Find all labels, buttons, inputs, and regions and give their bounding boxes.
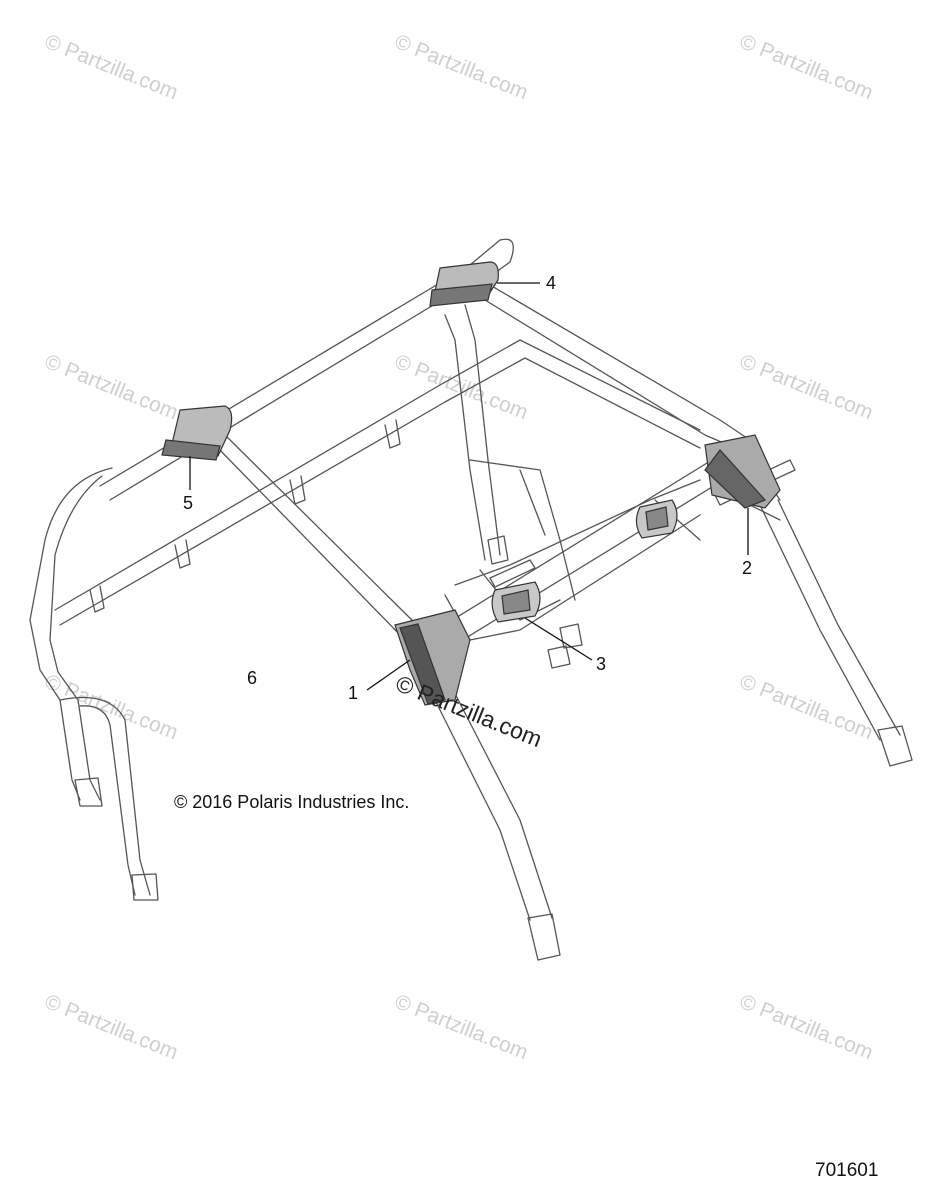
- part-3-clamp: [491, 499, 678, 623]
- callout-4: 4: [546, 273, 557, 293]
- top-rail-tube: [99, 238, 514, 487]
- part-2-bracket: [704, 434, 781, 509]
- part-1-bracket: [394, 609, 471, 706]
- callout-1: 1: [348, 683, 359, 703]
- callout-6: 6: [247, 668, 258, 688]
- left-front-leg: [29, 619, 81, 801]
- diagonal-tube: [214, 444, 406, 641]
- copyright-text: © 2016 Polaris Industries Inc.: [174, 792, 410, 812]
- right-front-leg: [759, 504, 881, 741]
- callout-5: 5: [183, 493, 194, 513]
- diagram-number: 701601: [815, 1160, 879, 1181]
- part-5-bracket: [161, 405, 233, 461]
- part-4-bracket: [429, 261, 499, 307]
- leader-line-1: [366, 659, 411, 691]
- front-lower-leg: [429, 689, 531, 921]
- callout-2: 2: [742, 558, 753, 578]
- callout-3: 3: [596, 654, 607, 674]
- side-rail: [54, 339, 701, 611]
- leader-line-3: [524, 617, 593, 661]
